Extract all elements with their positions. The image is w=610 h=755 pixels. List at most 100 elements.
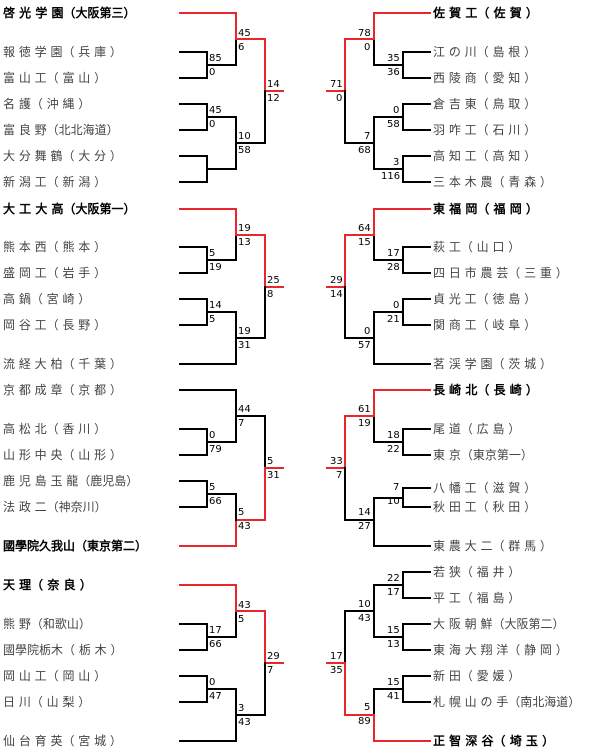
score-bottom: 68	[358, 145, 371, 156]
score-bottom: 31	[267, 470, 280, 481]
score-bottom: 8	[267, 289, 274, 300]
score-bottom: 36	[387, 67, 400, 78]
left-team-14: 京 都 成 章（ 京 都 ）	[3, 383, 122, 397]
score-top: 19	[238, 223, 251, 234]
score-top: 44	[238, 404, 251, 415]
score-bottom: 19	[209, 262, 222, 273]
score-top: 5	[364, 702, 371, 713]
score-top: 43	[238, 600, 251, 611]
score-top: 15	[387, 625, 400, 636]
score-top: 45	[209, 105, 222, 116]
score-top: 0	[393, 105, 400, 116]
left-team-17: 鹿 児 島 玉 龍（鹿児島）	[3, 474, 139, 488]
right-team-24: 新 田（ 愛 媛 ）	[433, 669, 521, 683]
score-top: 3	[393, 157, 400, 168]
score-bottom: 7	[336, 470, 343, 481]
score-top: 14	[267, 79, 280, 90]
score-top: 71	[330, 79, 343, 90]
left-team-18: 法 政 二（神奈川）	[3, 500, 107, 514]
right-team-6: 高 知 工（ 高 知 ）	[433, 149, 537, 163]
left-team-5: 富 良 野（北北海道）	[3, 123, 119, 137]
score-bottom: 28	[387, 262, 400, 273]
score-top: 22	[387, 573, 400, 584]
right-team-2: 江 の 川（ 島 根 ）	[433, 45, 537, 59]
score-bottom: 35	[330, 665, 343, 676]
left-team-7: 新 潟 工（ 新 潟 ）	[3, 175, 107, 189]
left-team-9: 熊 本 西（ 熊 本 ）	[3, 240, 107, 254]
score-top: 45	[238, 28, 251, 39]
right-team-1: 佐 賀 工（ 佐 賀 ）	[433, 6, 538, 20]
score-top: 7	[393, 482, 400, 493]
right-team-21: 平 工（ 福 島 ）	[433, 591, 521, 605]
score-bottom: 66	[209, 496, 222, 507]
right-team-12: 関 商 工（ 岐 阜 ）	[433, 318, 537, 332]
score-bottom: 7	[238, 418, 245, 429]
left-team-24: 日 川（ 山 梨 ）	[3, 695, 91, 709]
score-top: 17	[387, 248, 400, 259]
score-bottom: 31	[238, 340, 251, 351]
right-team-23: 東 海 大 翔 洋（ 静 岡 ）	[433, 643, 568, 657]
score-top: 5	[209, 482, 216, 493]
right-team-22: 大 阪 朝 鮮（大阪第二）	[433, 617, 565, 631]
right-team-10: 四 日 市 農 芸（ 三 重 ）	[433, 266, 568, 280]
score-bottom: 41	[387, 691, 400, 702]
right-team-4: 倉 吉 東（ 鳥 取 ）	[433, 97, 537, 111]
score-top: 17	[330, 651, 343, 662]
score-bottom: 79	[209, 444, 222, 455]
score-top: 78	[358, 28, 371, 39]
score-top: 0	[364, 326, 371, 337]
right-team-18: 秋 田 工（ 秋 田 ）	[433, 500, 537, 514]
score-top: 17	[209, 625, 222, 636]
right-team-16: 東 京（東京第一）	[433, 448, 533, 462]
right-team-7: 三 本 木 農（ 青 森 ）	[433, 175, 552, 189]
score-bottom: 17	[387, 587, 400, 598]
right-team-8: 東 福 岡（ 福 岡 ）	[433, 202, 538, 216]
left-team-13: 流 経 大 柏（ 千 葉 ）	[3, 357, 122, 371]
score-bottom: 14	[330, 289, 343, 300]
right-team-20: 若 狭（ 福 井 ）	[433, 565, 521, 579]
score-bottom: 19	[358, 418, 371, 429]
score-top: 10	[358, 599, 371, 610]
right-team-17: 八 幡 工（ 滋 賀 ）	[433, 481, 537, 495]
left-team-16: 山 形 中 央（ 山 形 ）	[3, 448, 122, 462]
left-team-12: 岡 谷 工（ 長 野 ）	[3, 318, 107, 332]
score-bottom: 7	[267, 665, 274, 676]
score-bottom: 0	[209, 119, 216, 130]
score-bottom: 47	[209, 691, 222, 702]
left-team-11: 高 鍋（ 宮 崎 ）	[3, 292, 91, 306]
score-top: 19	[238, 326, 251, 337]
score-top: 5	[238, 507, 245, 518]
score-bottom: 13	[238, 237, 251, 248]
score-bottom: 5	[209, 314, 216, 325]
right-team-13: 茗 渓 学 園（ 茨 城 ）	[433, 357, 552, 371]
score-bottom: 116	[381, 171, 401, 182]
score-top: 29	[330, 275, 343, 286]
score-top: 10	[238, 131, 251, 142]
score-top: 85	[209, 53, 222, 64]
score-bottom: 15	[358, 237, 371, 248]
right-team-15: 尾 道（ 広 島 ）	[433, 422, 521, 436]
score-bottom: 66	[209, 639, 222, 650]
score-top: 3	[238, 703, 245, 714]
left-team-8: 大 工 大 高（大阪第一）	[3, 202, 136, 216]
left-team-21: 熊 野（和歌山）	[3, 617, 91, 631]
score-top: 0	[393, 300, 400, 311]
left-team-2: 報 徳 学 園（ 兵 庫 ）	[3, 45, 122, 59]
score-top: 0	[209, 430, 216, 441]
score-top: 5	[209, 248, 216, 259]
right-team-9: 萩 工（ 山 口 ）	[433, 240, 521, 254]
score-bottom: 58	[387, 119, 400, 130]
left-team-1: 啓 光 学 園（大阪第三）	[3, 6, 136, 20]
left-team-10: 盛 岡 工（ 岩 手 ）	[3, 266, 107, 280]
left-team-19: 國學院久我山（東京第二）	[3, 539, 148, 553]
score-top: 64	[358, 223, 371, 234]
score-bottom: 21	[387, 314, 400, 325]
score-top: 15	[387, 677, 400, 688]
right-team-11: 貞 光 工（ 徳 島 ）	[433, 292, 537, 306]
score-bottom: 5	[238, 614, 245, 625]
right-team-14: 長 崎 北（ 長 崎 ）	[433, 383, 538, 397]
score-top: 29	[267, 651, 280, 662]
score-top: 25	[267, 275, 280, 286]
